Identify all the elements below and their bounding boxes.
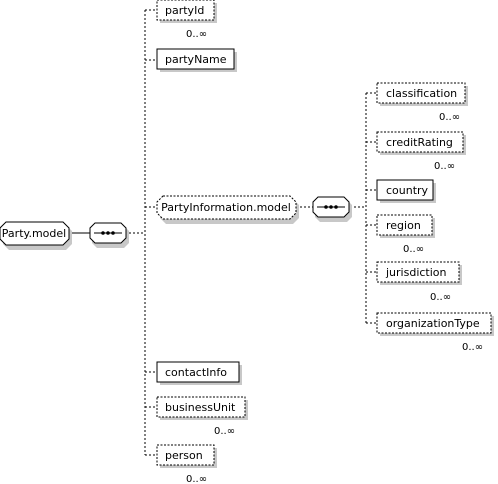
businessunit-label: businessUnit bbox=[165, 401, 236, 414]
sequence-compositor-icon[interactable] bbox=[312, 196, 352, 222]
region-cardinality: 0..∞ bbox=[403, 244, 424, 255]
organizationtype-label: organizationType bbox=[386, 317, 480, 330]
jurisdiction-cardinality: 0..∞ bbox=[430, 292, 451, 303]
party-model-group-node[interactable]: Party.model bbox=[0, 221, 72, 250]
party-model-label: Party.model bbox=[2, 227, 66, 240]
creditrating-label: creditRating bbox=[386, 136, 453, 149]
classification-label: classification bbox=[386, 87, 457, 100]
organizationtype-cardinality: 0..∞ bbox=[462, 342, 483, 353]
sequence-compositor-icon[interactable] bbox=[89, 222, 129, 248]
businessunit-cardinality: 0..∞ bbox=[214, 426, 235, 437]
element-partyid[interactable]: partyId 0..∞ bbox=[156, 0, 217, 40]
party-information-model-group-node[interactable]: PartyInformation.model bbox=[156, 195, 299, 224]
person-label: person bbox=[165, 449, 203, 462]
jurisdiction-label: jurisdiction bbox=[385, 266, 447, 279]
element-country[interactable]: country bbox=[376, 179, 436, 203]
connectors bbox=[70, 9, 377, 456]
partyid-cardinality: 0..∞ bbox=[186, 29, 207, 40]
element-organizationtype[interactable]: organizationType 0..∞ bbox=[376, 312, 494, 353]
element-jurisdiction[interactable]: jurisdiction 0..∞ bbox=[376, 261, 462, 303]
element-creditrating[interactable]: creditRating 0..∞ bbox=[376, 131, 466, 172]
contactinfo-label: contactInfo bbox=[165, 366, 227, 379]
element-person[interactable]: person 0..∞ bbox=[156, 444, 217, 484]
element-partyname[interactable]: partyName bbox=[156, 48, 237, 72]
element-region[interactable]: region 0..∞ bbox=[376, 214, 435, 255]
partyid-label: partyId bbox=[165, 4, 204, 17]
creditrating-cardinality: 0..∞ bbox=[434, 161, 455, 172]
element-classification[interactable]: classification 0..∞ bbox=[376, 82, 468, 123]
partyname-label: partyName bbox=[165, 53, 227, 66]
element-businessunit[interactable]: businessUnit 0..∞ bbox=[156, 396, 248, 437]
person-cardinality: 0..∞ bbox=[186, 474, 207, 484]
region-label: region bbox=[386, 219, 421, 232]
element-contactinfo[interactable]: contactInfo bbox=[156, 361, 242, 385]
classification-cardinality: 0..∞ bbox=[439, 112, 460, 123]
party-information-model-label: PartyInformation.model bbox=[161, 201, 291, 214]
country-label: country bbox=[386, 184, 429, 197]
